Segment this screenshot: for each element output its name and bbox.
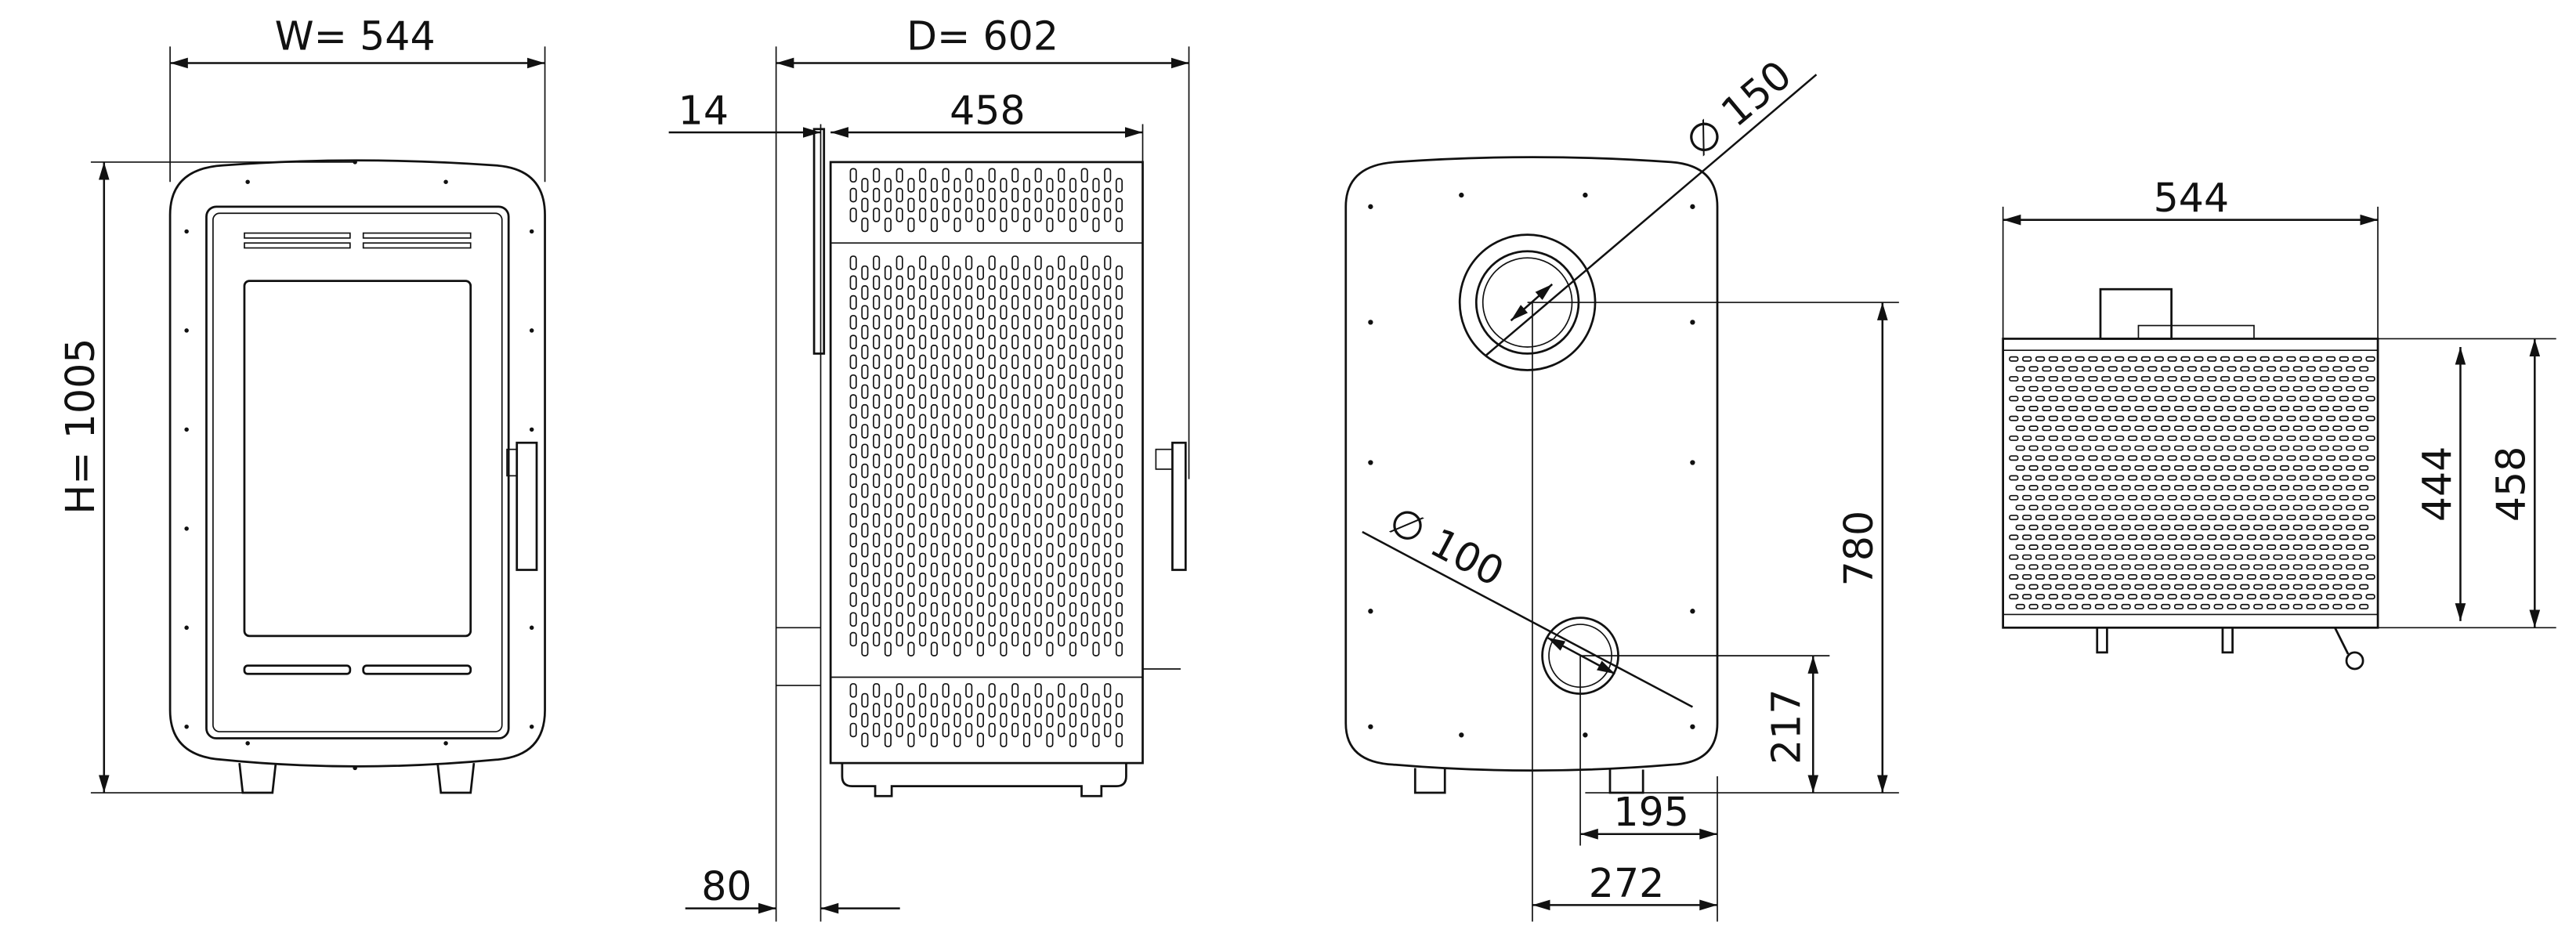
flue-offset-label: 272 (1589, 860, 1665, 906)
width-label: W= 544 (275, 13, 436, 60)
ventilation-perforations (2009, 356, 2375, 609)
flue-height-label: 780 (1836, 511, 1882, 587)
outer-depth-label: 458 (2488, 446, 2534, 522)
door-frame (205, 205, 510, 739)
flue-diameter-label: ∅ 150 (1677, 52, 1800, 166)
inlet-offset-label: 195 (1613, 789, 1689, 835)
rear-body-outline (1344, 156, 1719, 772)
side-panel (829, 161, 1144, 765)
rear-view: ∅ 150 ∅ 100 780 217 195 272 (1344, 52, 1899, 922)
top-view: 544 444 458 (2002, 175, 2556, 671)
top-width-label: 544 (2154, 175, 2230, 221)
body-depth-label: 458 (950, 87, 1026, 133)
flue-collar (2099, 287, 2173, 340)
door-handle (506, 441, 538, 571)
air-inlet-diameter-leader (1362, 530, 1693, 708)
depth-label: D= 602 (906, 13, 1058, 60)
rivet-dots (1368, 192, 1695, 738)
height-label: H= 1005 (57, 338, 103, 515)
front-feet (238, 762, 476, 794)
glass-window (243, 280, 472, 638)
front-offset-label: 14 (678, 87, 729, 133)
side-base (841, 763, 1127, 797)
flue-diameter-leader (1485, 74, 1818, 356)
stove-body-outline (168, 159, 546, 768)
door-edge (812, 128, 826, 355)
bottom-vents (243, 664, 472, 675)
front-view: W= 544 H= 1005 (57, 13, 546, 794)
rear-brackets (2096, 627, 2364, 671)
top-vents (244, 232, 472, 249)
rivet-dots (184, 160, 534, 771)
air-inlet-diameter-label: ∅ 100 (1381, 497, 1511, 595)
ventilation-perforations (849, 168, 1123, 747)
top-body (2002, 338, 2379, 629)
side-handle (1155, 441, 1187, 571)
inner-depth-label: 444 (2414, 446, 2460, 522)
bottom-offset-label: 80 (701, 863, 751, 909)
rear-feet (1413, 768, 1644, 794)
inlet-height-label: 217 (1763, 689, 1809, 765)
side-view: D= 602 14 458 80 (668, 13, 1190, 922)
